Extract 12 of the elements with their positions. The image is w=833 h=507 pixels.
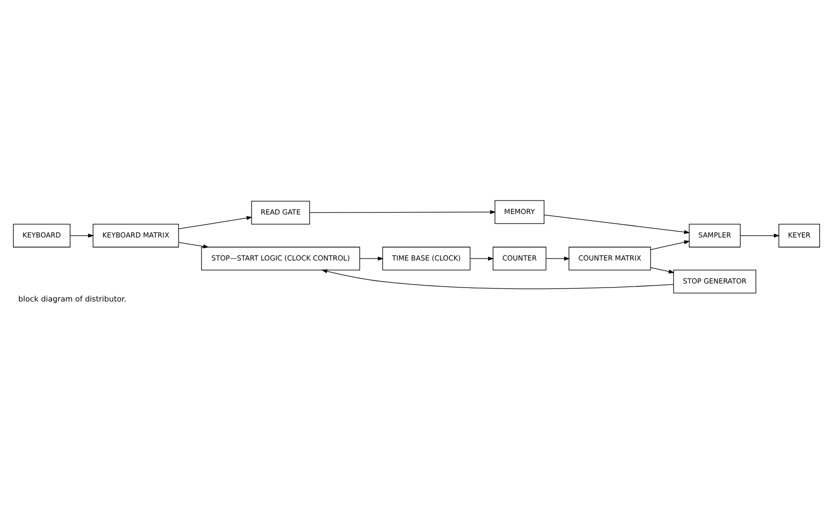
- arrow: [470, 256, 494, 261]
- arrow: [70, 234, 94, 238]
- arrow: [650, 267, 674, 274]
- arrow: [544, 214, 690, 234]
- arrow: [650, 240, 690, 250]
- arrow: [309, 210, 496, 214]
- arrow: [178, 242, 210, 248]
- arrow: [178, 216, 252, 230]
- arrow: [360, 256, 384, 261]
- arrow: [740, 234, 780, 238]
- arrow: [321, 269, 674, 290]
- arrow: [546, 256, 570, 261]
